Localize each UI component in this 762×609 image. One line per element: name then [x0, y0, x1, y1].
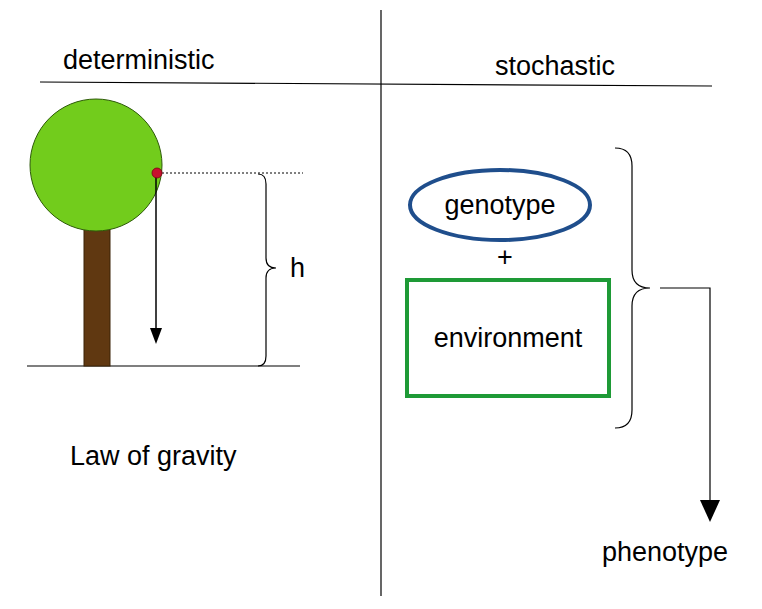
header-rule: [40, 82, 712, 86]
result-line: [660, 288, 710, 502]
fall-arrow-line: [155, 173, 157, 338]
result-arrowhead: [700, 500, 720, 522]
text-label: h: [290, 252, 305, 284]
text-label: deterministic: [63, 44, 215, 76]
text-label: stochastic: [495, 50, 615, 82]
tree-canopy: [30, 99, 162, 231]
fall-arrowhead: [150, 328, 162, 344]
falling-apple: [152, 168, 162, 178]
height-dotted-line: [162, 173, 303, 174]
node-text: environment: [434, 322, 583, 354]
genotype-ellipse: genotype: [408, 168, 592, 242]
text-label: Law of gravity: [70, 440, 237, 472]
ellipse-shape: [410, 170, 590, 240]
environment-box: environment: [405, 278, 611, 398]
tree-trunk: [84, 226, 110, 366]
node-text: genotype: [444, 189, 555, 221]
height-brace: [258, 174, 276, 366]
text-label: +: [497, 241, 513, 273]
combine-brace: [615, 148, 650, 428]
text-label: phenotype: [602, 536, 728, 568]
divider-line: [380, 10, 381, 596]
